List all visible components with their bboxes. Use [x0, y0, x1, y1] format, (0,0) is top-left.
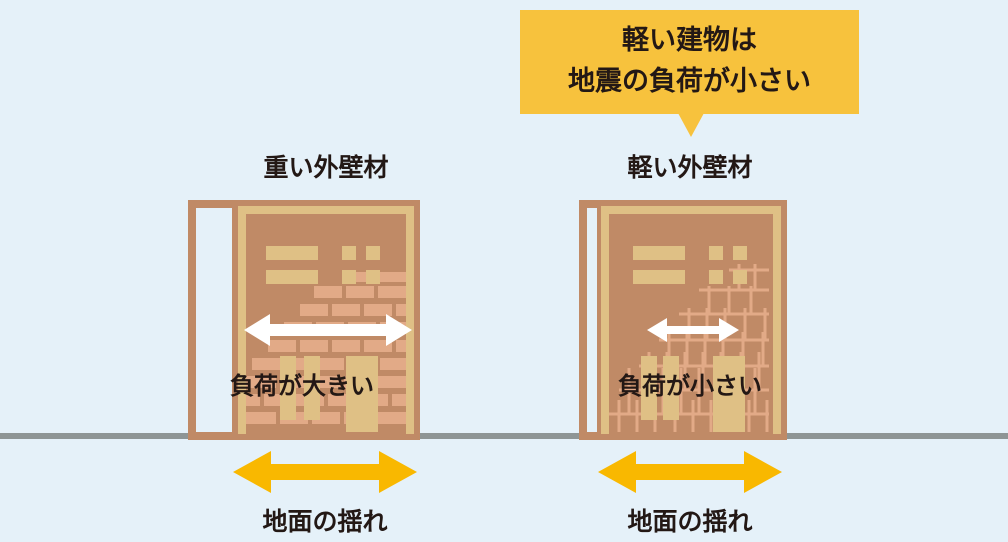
callout-tail — [678, 113, 704, 137]
ground-line — [0, 433, 1008, 439]
heavy-load-label: 負荷が大きい — [230, 372, 374, 400]
heavy-ground-shake-arrow — [233, 451, 417, 493]
callout-line-1: 軽い建物は — [622, 25, 757, 56]
heavy-building-illustration — [188, 200, 420, 440]
callout-box: 軽い建物は 地震の負荷が小さい — [520, 10, 859, 114]
light-panel-title: 軽い外壁材 — [627, 153, 753, 182]
callout-line-2: 地震の負荷が小さい — [568, 66, 811, 97]
light-load-label: 負荷が小さい — [618, 372, 762, 400]
heavy-ground-label: 地面の揺れ — [262, 507, 388, 536]
heavy-panel-title: 重い外壁材 — [263, 153, 389, 182]
light-ground-label: 地面の揺れ — [627, 507, 753, 536]
light-ground-shake-arrow — [598, 451, 782, 493]
light-building-illustration — [579, 200, 787, 440]
